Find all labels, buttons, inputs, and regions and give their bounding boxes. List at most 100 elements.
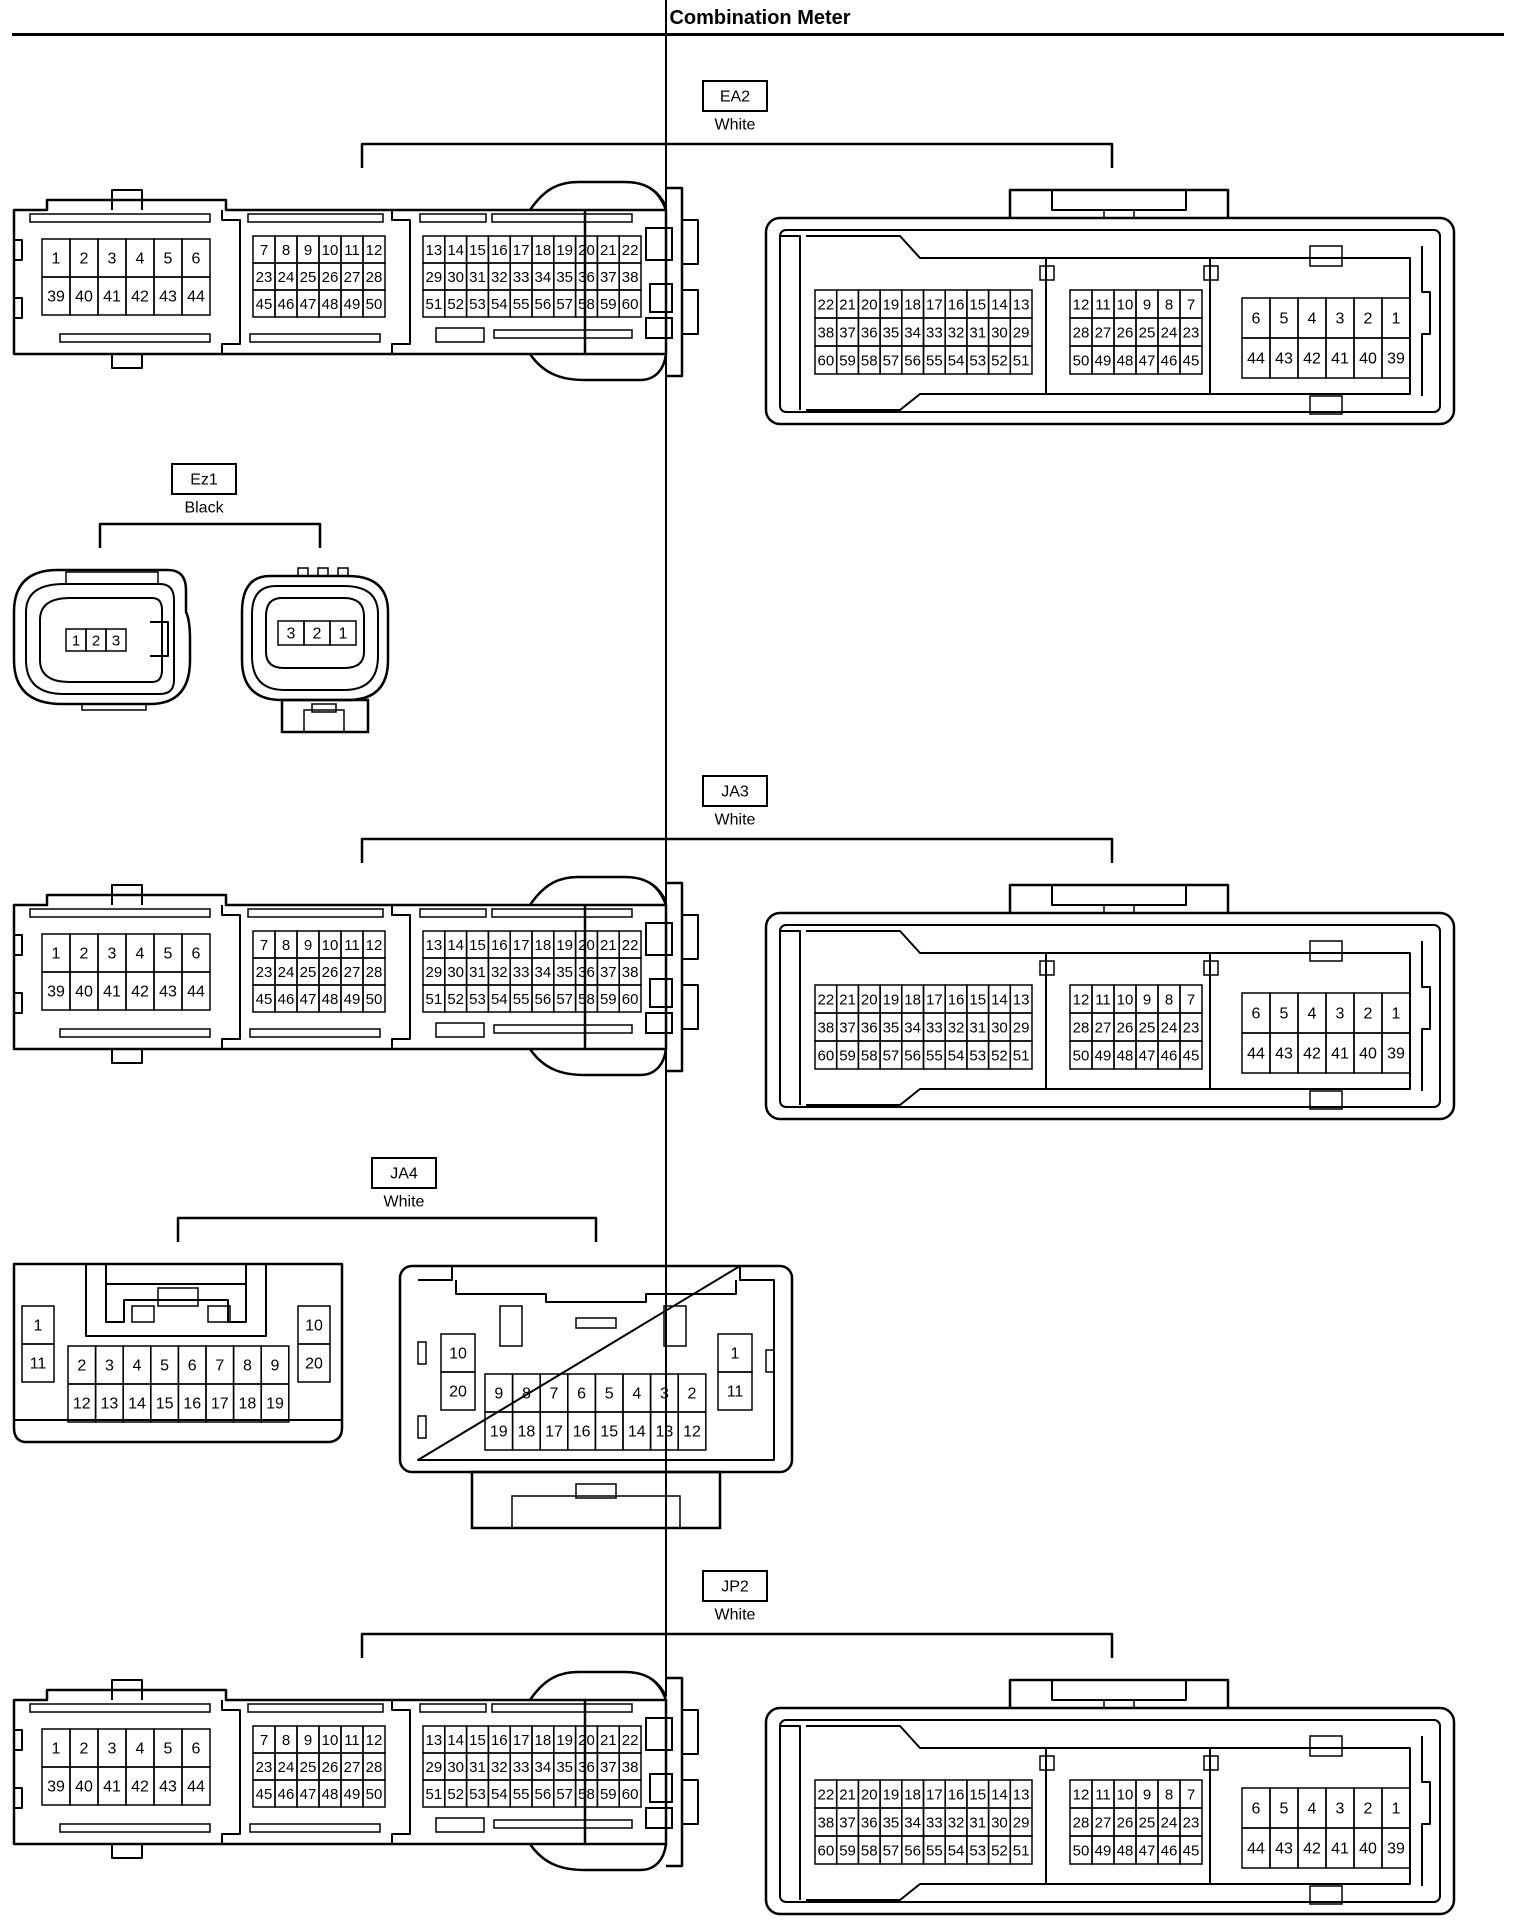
housing-outline bbox=[1309, 245, 1343, 267]
pin-number: 44 bbox=[1247, 351, 1265, 368]
pin-number: 28 bbox=[1073, 1020, 1090, 1037]
housing-outline bbox=[111, 1844, 143, 1859]
pin-number: 17 bbox=[926, 992, 943, 1009]
pin-number: 10 bbox=[322, 937, 339, 954]
pin-number: 43 bbox=[1275, 1841, 1293, 1858]
pin-number: 8 bbox=[1165, 1787, 1173, 1804]
pin-cell bbox=[1009, 345, 1033, 375]
pin-number: 6 bbox=[192, 251, 201, 268]
pin-number: 18 bbox=[535, 1732, 552, 1749]
pin-number: 45 bbox=[1183, 1843, 1200, 1860]
pin-number: 23 bbox=[1183, 1020, 1200, 1037]
housing-outline bbox=[1008, 1678, 1230, 1708]
housing-outline bbox=[1203, 265, 1219, 281]
pin-number: 17 bbox=[545, 1424, 563, 1441]
pin-number: 60 bbox=[622, 991, 639, 1008]
housing-outline bbox=[249, 1028, 381, 1038]
pin-number: 18 bbox=[518, 1424, 536, 1441]
pin-number: 45 bbox=[1183, 1048, 1200, 1065]
housing-outline bbox=[645, 317, 673, 339]
housing-outline bbox=[682, 914, 699, 1030]
pin-number: 57 bbox=[883, 1048, 900, 1065]
housing-outline bbox=[419, 1703, 487, 1713]
pin-number: 28 bbox=[366, 1759, 383, 1776]
pin-number: 50 bbox=[366, 296, 383, 313]
housing-outline bbox=[247, 213, 384, 223]
pin-number: 54 bbox=[491, 1786, 508, 1803]
pin-number: 12 bbox=[1073, 992, 1090, 1009]
pin-number: 50 bbox=[366, 1786, 383, 1803]
pin-number: 12 bbox=[1073, 297, 1090, 314]
pin-number: 58 bbox=[578, 296, 595, 313]
housing-outline bbox=[221, 1700, 241, 1844]
pin-number: 6 bbox=[188, 1358, 197, 1375]
pin-number: 35 bbox=[556, 964, 573, 981]
pin-number: 54 bbox=[491, 991, 508, 1008]
pin-number: 1 bbox=[52, 1741, 61, 1758]
housing-outline bbox=[528, 1843, 668, 1872]
pin-number: 41 bbox=[103, 289, 121, 306]
housing-outline bbox=[39, 597, 163, 683]
pin-number: 31 bbox=[969, 1020, 986, 1037]
pin-number: 13 bbox=[426, 937, 443, 954]
housing-outline bbox=[280, 698, 370, 734]
pin-number: 6 bbox=[192, 946, 201, 963]
pin-number: 40 bbox=[1359, 351, 1377, 368]
pin-number: 3 bbox=[287, 626, 296, 643]
housing-outline bbox=[1103, 209, 1135, 219]
pin-number: 45 bbox=[1183, 353, 1200, 370]
pin-number: 33 bbox=[926, 1020, 943, 1037]
pin-number: 39 bbox=[47, 1779, 65, 1796]
pin-number: 1 bbox=[1392, 1006, 1401, 1023]
pin-number: 38 bbox=[818, 1815, 835, 1832]
pin-cell bbox=[677, 1411, 707, 1451]
pin-number: 41 bbox=[103, 1779, 121, 1796]
housing-outline bbox=[81, 703, 147, 711]
pin-cell bbox=[1179, 1835, 1203, 1865]
pin-number: 45 bbox=[256, 296, 273, 313]
pin-number: 13 bbox=[101, 1396, 119, 1413]
housing-outline bbox=[131, 1305, 155, 1323]
connector-code-box bbox=[702, 1570, 768, 1602]
pin-number: 3 bbox=[1336, 311, 1345, 328]
pin-cell bbox=[1179, 345, 1203, 375]
pin-number: 16 bbox=[491, 1732, 508, 1749]
pin-number: 38 bbox=[622, 269, 639, 286]
housing-outline bbox=[111, 884, 143, 905]
pin-cell bbox=[21, 1343, 55, 1383]
pin-number: 3 bbox=[1336, 1801, 1345, 1818]
pin-number: 33 bbox=[926, 1815, 943, 1832]
pin-cell bbox=[1009, 1040, 1033, 1070]
housing-outline bbox=[251, 585, 379, 691]
pin-cell bbox=[618, 984, 642, 1013]
pin-number: 39 bbox=[1387, 351, 1405, 368]
pin-number: 7 bbox=[1187, 992, 1195, 1009]
pin-number: 42 bbox=[1303, 1046, 1321, 1063]
pin-cell bbox=[440, 1371, 476, 1411]
pin-number: 9 bbox=[271, 1358, 280, 1375]
pin-number: 15 bbox=[469, 242, 486, 259]
pin-number: 11 bbox=[344, 1732, 360, 1749]
housing-outline bbox=[1051, 190, 1187, 211]
pin-cell bbox=[618, 289, 642, 318]
pin-number: 60 bbox=[622, 296, 639, 313]
pin-number: 32 bbox=[491, 964, 508, 981]
pin-number: 37 bbox=[600, 269, 617, 286]
connector-code-box bbox=[171, 463, 237, 495]
pin-number: 14 bbox=[628, 1424, 646, 1441]
pin-number: 4 bbox=[136, 946, 145, 963]
pin-number: 13 bbox=[1013, 1787, 1030, 1804]
housing-outline bbox=[528, 875, 668, 906]
housing-outline bbox=[649, 1773, 673, 1803]
pin-number: 21 bbox=[839, 1787, 856, 1804]
housing-outline bbox=[59, 1028, 211, 1038]
pin-number: 15 bbox=[969, 992, 986, 1009]
housing-outline bbox=[649, 978, 673, 1008]
pin-number: 52 bbox=[991, 353, 1008, 370]
pin-cell bbox=[105, 628, 127, 652]
pin-number: 58 bbox=[861, 353, 878, 370]
